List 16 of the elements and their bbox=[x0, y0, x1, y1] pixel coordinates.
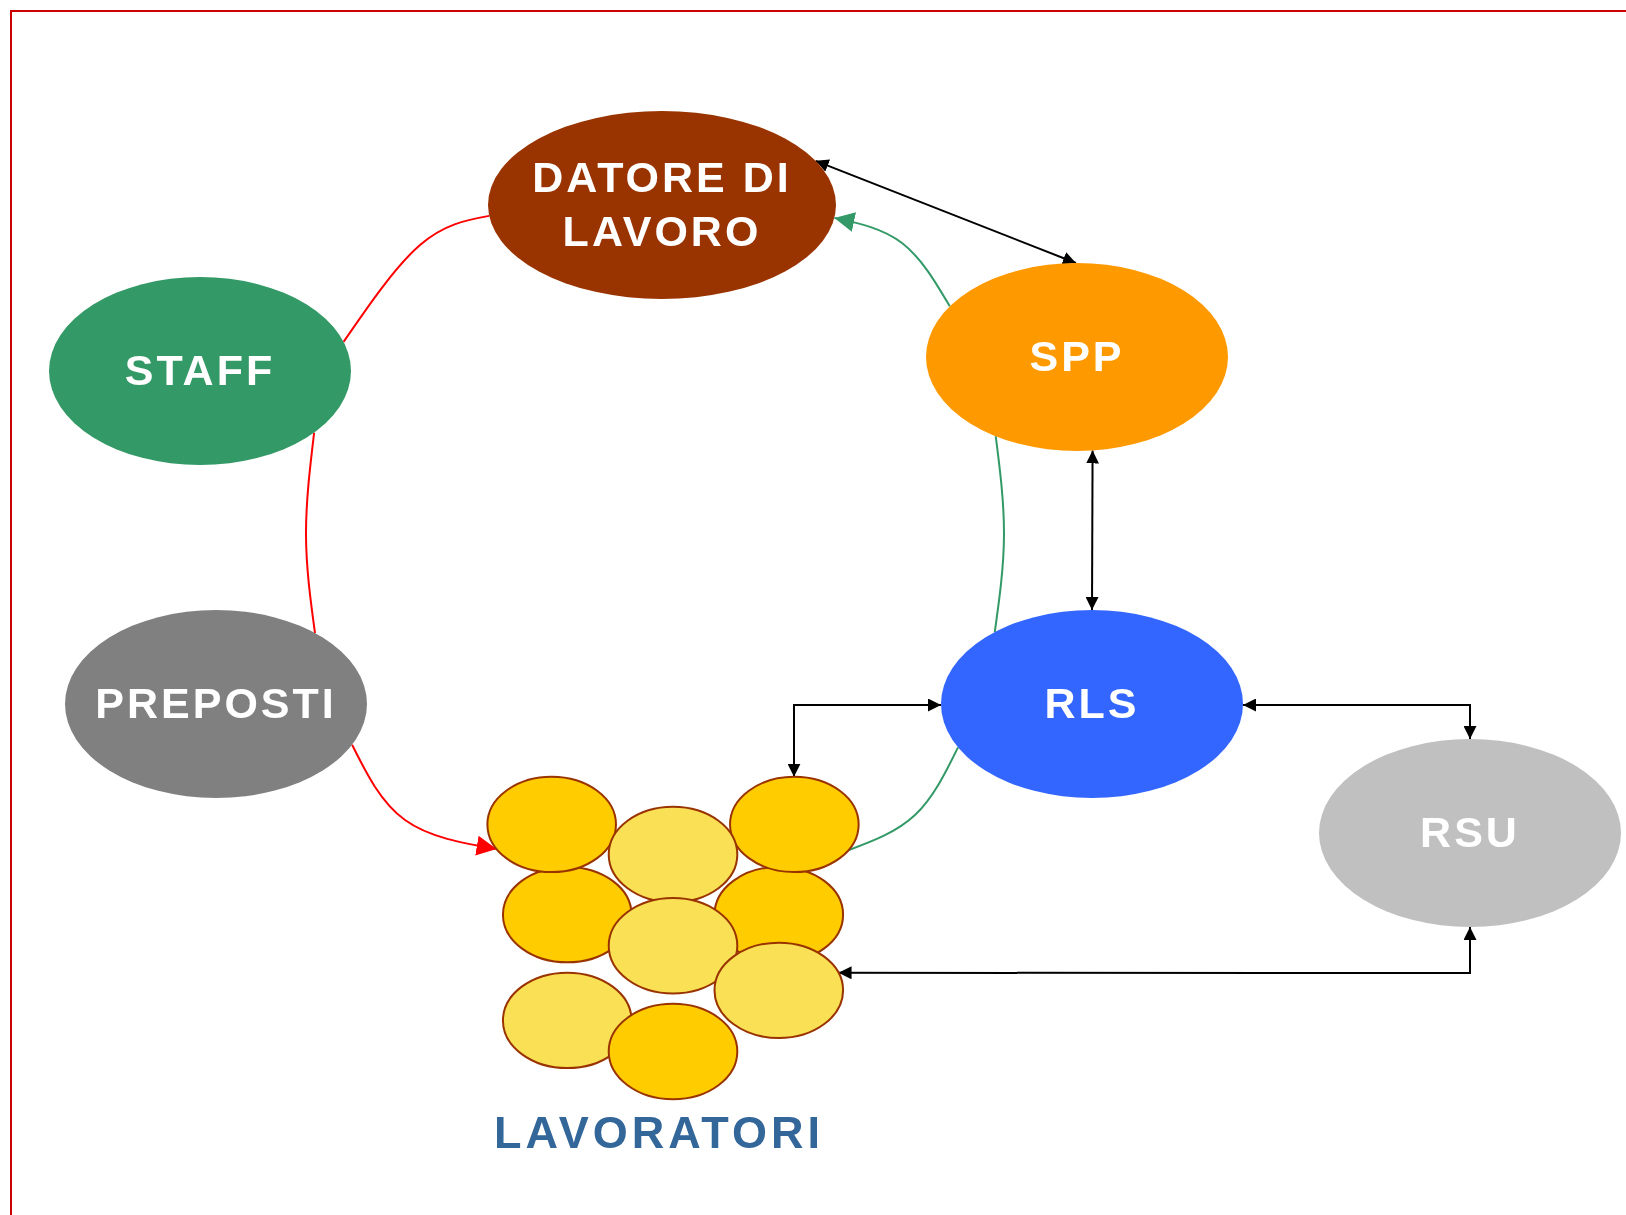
connector bbox=[833, 212, 951, 308]
connector bbox=[814, 159, 1077, 265]
node-label: RSU bbox=[1420, 807, 1520, 859]
connector bbox=[342, 214, 491, 343]
node-label: STAFF bbox=[124, 345, 276, 397]
connector bbox=[787, 698, 942, 778]
node-label: PREPOSTI bbox=[95, 678, 337, 730]
connector bbox=[305, 431, 316, 634]
connector bbox=[837, 926, 1477, 980]
connector bbox=[1085, 449, 1100, 611]
node-label: RLS bbox=[1044, 678, 1140, 730]
connector bbox=[993, 435, 1005, 634]
node-label: DATORE DI LAVORO bbox=[531, 152, 793, 257]
node-label: SPP bbox=[1029, 331, 1125, 383]
connector bbox=[1242, 698, 1477, 740]
group-label: LAVORATORI bbox=[494, 1107, 824, 1159]
